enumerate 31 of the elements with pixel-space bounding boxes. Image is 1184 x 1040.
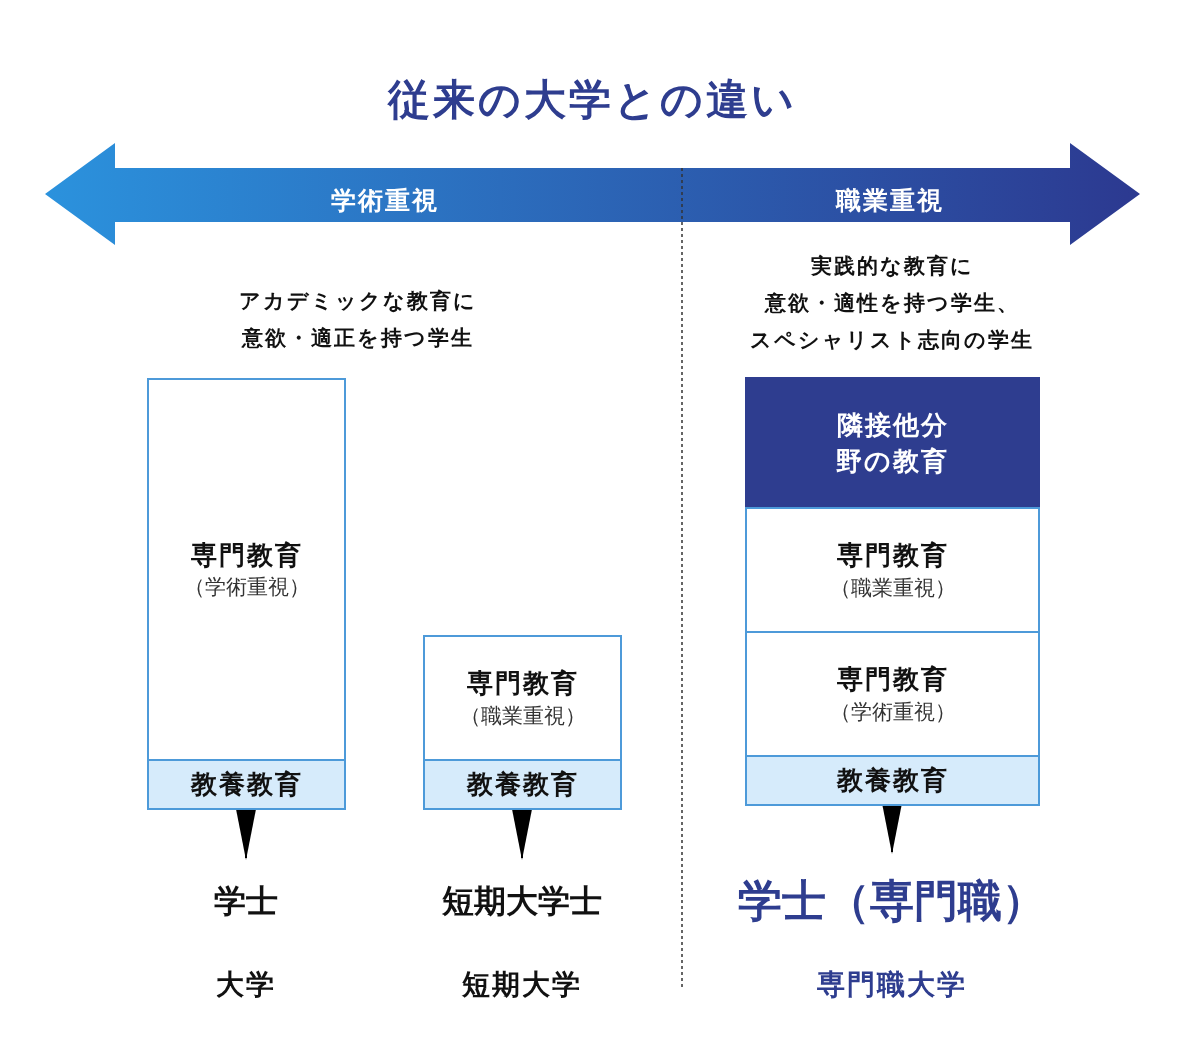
degree-label: 学士（専門職） <box>738 872 1046 930</box>
school-label: 短期大学 <box>462 967 582 1003</box>
box-heading: 専門教育 <box>466 667 579 701</box>
school-label: 大学 <box>216 967 276 1003</box>
student-description: アカデミックな教育に意欲・適正を持つ学生 <box>239 288 477 352</box>
box-heading: 教養教育 <box>836 764 949 798</box>
box-heading: 教養教育 <box>190 768 303 802</box>
box-subheading: （職業重視） <box>459 702 586 730</box>
general-education-box <box>423 759 622 810</box>
general-education-box <box>147 759 346 810</box>
box-subheading: （学術重視） <box>829 698 956 726</box>
arrow-label: 学術重視 <box>331 185 439 217</box>
box-heading: 専門教育 <box>836 663 949 697</box>
box-heading: 教養教育 <box>466 768 579 802</box>
box-heading: 専門教育 <box>190 538 303 572</box>
box-subheading: （学術重視） <box>183 574 310 601</box>
course-box <box>745 631 1040 757</box>
title: 従来の大学との違い <box>386 74 798 126</box>
box-heading: 隣接他分野の教育 <box>835 408 950 478</box>
box-subheading: （職業重視） <box>829 574 956 602</box>
student-description: 実践的な教育に意欲・適性を持つ学生、スペシャリスト志向の学生 <box>750 253 1034 354</box>
school-label: 専門職大学 <box>817 967 967 1003</box>
course-box <box>745 507 1040 633</box>
course-box <box>147 378 346 761</box>
general-education-box <box>745 755 1040 806</box>
box-heading: 専門教育 <box>836 539 949 573</box>
course-box <box>745 377 1040 509</box>
degree-label: 短期大学士 <box>442 878 602 924</box>
course-box <box>423 635 622 761</box>
degree-label: 学士 <box>214 878 278 924</box>
arrow-label: 職業重視 <box>836 185 944 217</box>
